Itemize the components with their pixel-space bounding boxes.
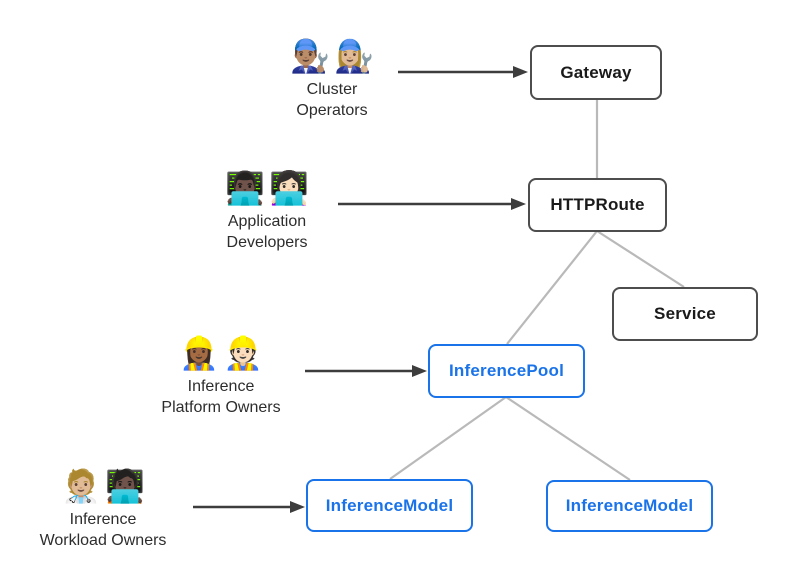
persona-label-inference-platform-owners: Inference Platform Owners [161, 378, 281, 416]
persona-label-cluster-operators: Cluster Operators [296, 81, 368, 119]
node-gateway: Gateway [530, 45, 662, 100]
persona-inference-workload-owners: 🧑🏼‍⚕️ 🧑🏿‍💻 Inference Workload Owners [13, 466, 193, 551]
health-worker-icon: 🧑🏼‍⚕️ [61, 468, 101, 504]
woman-construction-worker-icon: 👷🏾‍♀️ [179, 335, 219, 371]
edge-httproute-service [596, 230, 685, 288]
arrow-inference-workload-owners-inferencemodel [193, 501, 305, 513]
woman-mechanic-icon: 👩🏼‍🔧 [334, 38, 374, 74]
node-inferencemodel-right: InferenceModel [546, 480, 713, 532]
man-construction-worker-icon: 👷🏻 [223, 335, 263, 371]
node-httproute: HTTPRoute [528, 178, 667, 232]
persona-label-inference-workload-owners: Inference Workload Owners [39, 511, 167, 549]
edge-httproute-inferencepool [506, 230, 598, 345]
persona-cluster-operators: 👨🏽‍🔧 👩🏼‍🔧 Cluster Operators [242, 36, 422, 121]
arrow-application-developers-httproute [338, 198, 526, 210]
man-technologist-icon: 👨🏿‍💻 [225, 170, 265, 206]
persona-application-developers: 👨🏿‍💻 👩🏻‍💻 Application Developers [177, 168, 357, 253]
node-service: Service [612, 287, 758, 341]
person-technologist-icon: 🧑🏿‍💻 [105, 468, 145, 504]
woman-technologist-icon: 👩🏻‍💻 [269, 170, 309, 206]
edge-inferencepool-inferencemodel-left [389, 396, 507, 480]
man-mechanic-icon: 👨🏽‍🔧 [290, 38, 330, 74]
node-inferencemodel-left: InferenceModel [306, 479, 473, 532]
arrow-cluster-operators-gateway [398, 66, 528, 78]
node-inferencepool: InferencePool [428, 344, 585, 398]
edge-inferencepool-inferencemodel-right [505, 396, 631, 481]
persona-inference-platform-owners: 👷🏾‍♀️ 👷🏻 Inference Platform Owners [131, 333, 311, 418]
persona-label-application-developers: Application Developers [226, 213, 308, 251]
arrow-inference-platform-owners-inferencepool [305, 365, 427, 377]
